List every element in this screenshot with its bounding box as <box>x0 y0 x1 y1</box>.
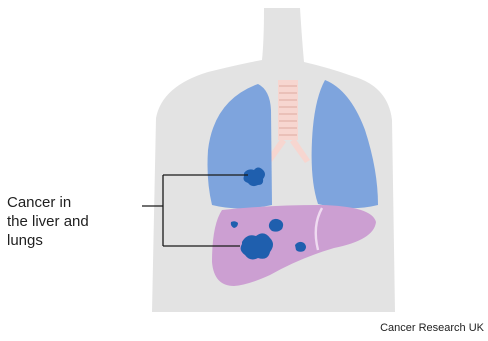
callout-label: Cancer in the liver and lungs <box>7 193 137 250</box>
callout-line-2: the liver and <box>7 212 137 231</box>
credit-text: Cancer Research UK <box>380 322 484 334</box>
callout-line-1: Cancer in <box>7 193 137 212</box>
callout-line-3: lungs <box>7 231 137 250</box>
